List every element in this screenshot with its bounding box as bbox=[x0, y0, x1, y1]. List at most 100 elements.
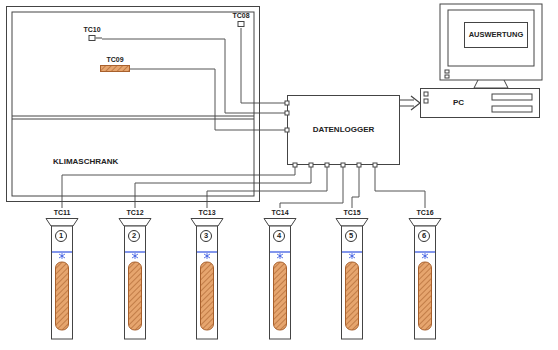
water-mark bbox=[422, 253, 428, 259]
data-arrow bbox=[400, 96, 420, 110]
water-mark bbox=[277, 253, 283, 259]
logger-port bbox=[357, 163, 361, 167]
logger-port bbox=[309, 163, 313, 167]
water-mark bbox=[59, 253, 65, 259]
sensor-label: TC08 bbox=[231, 12, 251, 20]
sample-vial: TC12 2 bbox=[115, 208, 155, 340]
climate-cabinet: KLIMASCHRANK TC10TC09 bbox=[6, 6, 260, 202]
vial-drawing bbox=[332, 208, 372, 340]
sensor-label: TC09 bbox=[100, 56, 130, 64]
sample-specimen bbox=[201, 262, 214, 330]
sensor-element bbox=[238, 22, 244, 27]
vial-drawing bbox=[260, 208, 300, 340]
callout-number: 4 bbox=[273, 230, 285, 242]
cabinet-frame bbox=[12, 12, 254, 196]
pc-button bbox=[424, 99, 428, 103]
water-level bbox=[415, 251, 435, 252]
logger-port bbox=[293, 163, 297, 167]
logger-port bbox=[341, 163, 345, 167]
vial-cap bbox=[409, 219, 441, 227]
wire-path bbox=[241, 28, 287, 103]
vial-drawing bbox=[115, 208, 155, 340]
vial-cap bbox=[336, 219, 368, 227]
temperature-sensor: TC09 bbox=[100, 56, 130, 72]
sensor-symbol bbox=[82, 35, 102, 42]
temperature-sensor: TC08 bbox=[231, 12, 251, 28]
sample-vial: TC16 6 bbox=[405, 208, 445, 340]
water-level bbox=[342, 251, 362, 252]
sensor-label: TC16 bbox=[405, 208, 445, 217]
vial-drawing bbox=[187, 208, 227, 340]
pc-label: PC bbox=[453, 98, 464, 108]
data-arrow-shape bbox=[400, 96, 420, 110]
vial-drawing bbox=[42, 208, 82, 340]
wire-path bbox=[375, 165, 425, 208]
callout-number: 2 bbox=[128, 230, 140, 242]
callout-number: 1 bbox=[55, 230, 67, 242]
callout-number: 6 bbox=[418, 230, 430, 242]
logger-port bbox=[285, 101, 289, 105]
vial-cap bbox=[46, 219, 78, 227]
vial-tube bbox=[197, 226, 218, 339]
water-mark bbox=[204, 253, 210, 259]
screen-label: AUSWERTUNG bbox=[469, 30, 524, 40]
sensor-label: TC13 bbox=[187, 208, 227, 217]
pc-button bbox=[424, 92, 428, 96]
datalogger-box: DATENLOGGER bbox=[287, 95, 400, 165]
sample-vial: TC14 4 bbox=[260, 208, 300, 340]
monitor-symbol bbox=[440, 4, 542, 88]
sample-specimen bbox=[346, 262, 359, 330]
vial-tube bbox=[342, 226, 363, 339]
sensor-label: TC11 bbox=[42, 208, 82, 217]
signal-wire bbox=[130, 69, 287, 130]
logger-label: DATENLOGGER bbox=[313, 125, 375, 135]
sensor-lead bbox=[96, 38, 103, 39]
callout-number: 5 bbox=[345, 230, 357, 242]
logger-port bbox=[325, 163, 329, 167]
vial-tube bbox=[52, 226, 73, 339]
pc-drive bbox=[492, 106, 532, 112]
vial-cap bbox=[119, 219, 151, 227]
signal-wire bbox=[280, 165, 343, 208]
sensor-element bbox=[101, 66, 130, 72]
signal-wire bbox=[241, 28, 287, 103]
sensor-element bbox=[89, 36, 95, 41]
sample-specimen bbox=[129, 262, 142, 330]
sensor-label: TC14 bbox=[260, 208, 300, 217]
temperature-sensor: TC10 bbox=[82, 26, 102, 42]
vial-drawing bbox=[405, 208, 445, 340]
sample-specimen bbox=[419, 262, 432, 330]
vial-tube bbox=[125, 226, 146, 339]
cabinet-label: KLIMASCHRANK bbox=[53, 157, 118, 166]
water-level bbox=[125, 251, 145, 252]
vial-cap bbox=[191, 219, 223, 227]
sample-vial: TC13 3 bbox=[187, 208, 227, 340]
signal-wire bbox=[352, 165, 359, 208]
water-level bbox=[52, 251, 72, 252]
vial-cap bbox=[264, 219, 296, 227]
vial-tube bbox=[270, 226, 291, 339]
sample-vial: TC155 bbox=[332, 208, 372, 340]
pc-box: PC bbox=[420, 88, 540, 118]
water-level bbox=[197, 251, 217, 252]
signal-wire bbox=[375, 165, 425, 208]
sensor-symbol bbox=[100, 65, 130, 72]
logger-port bbox=[285, 128, 289, 132]
sample-specimen bbox=[274, 262, 287, 330]
logger-port bbox=[285, 111, 289, 115]
logger-port bbox=[373, 163, 377, 167]
wire-path bbox=[130, 69, 287, 130]
water-mark bbox=[132, 253, 138, 259]
water-level bbox=[270, 251, 290, 252]
vial-tube bbox=[415, 226, 436, 339]
wire-path bbox=[352, 165, 359, 208]
sensor-label: TC12 bbox=[115, 208, 155, 217]
pc-drive bbox=[492, 94, 532, 100]
callout-number: 3 bbox=[200, 230, 212, 242]
sensor-symbol bbox=[231, 21, 251, 28]
sample-specimen bbox=[56, 262, 69, 330]
water-mark bbox=[349, 253, 355, 259]
sensor-label: TC10 bbox=[82, 26, 102, 34]
screen-box: AUSWERTUNG bbox=[464, 22, 528, 48]
